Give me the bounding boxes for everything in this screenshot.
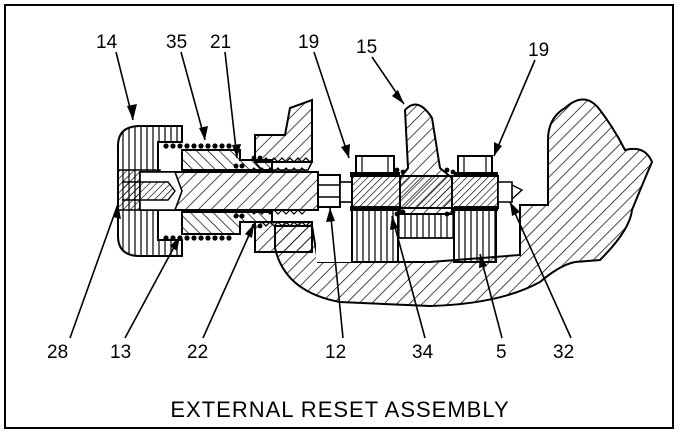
shaft: [122, 167, 319, 215]
coupling: [317, 174, 353, 208]
nut-right: [454, 155, 498, 177]
callout-34: 34: [412, 342, 434, 363]
leader-lines: [69, 51, 572, 339]
callout-21: 21: [210, 32, 231, 53]
callout-35: 35: [166, 32, 187, 53]
callout-13: 13: [110, 342, 131, 363]
callout-19-right: 19: [528, 40, 549, 61]
diagram-caption: EXTERNAL RESET ASSEMBLY: [170, 397, 509, 422]
drawing-border: [4, 4, 674, 429]
callout-5: 5: [496, 342, 507, 363]
bushing: [181, 149, 273, 235]
leader-arrowheads: [113, 90, 520, 268]
callout-14: 14: [96, 32, 118, 53]
callout-15: 15: [356, 37, 377, 58]
callout-32: 32: [553, 342, 574, 363]
spring-coils: [163, 143, 232, 241]
nut-left: [350, 155, 400, 177]
callout-28: 28: [47, 342, 68, 363]
o-ring-dots: [394, 167, 456, 217]
callout-19-left: 19: [298, 32, 319, 53]
right-shaft: [351, 175, 524, 209]
support-block: [350, 206, 498, 263]
callout-12: 12: [325, 342, 346, 363]
callout-22: 22: [187, 342, 208, 363]
bracket: [253, 98, 314, 253]
